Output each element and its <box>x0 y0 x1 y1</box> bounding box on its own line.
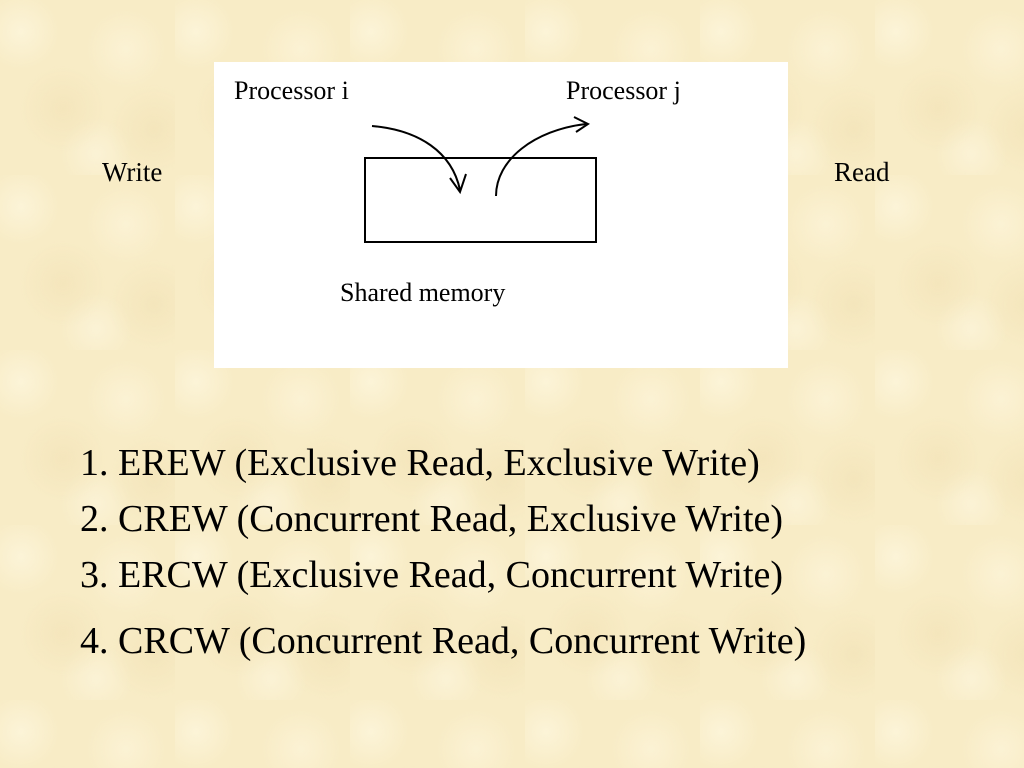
shared-memory-figure: Processor i Processor j Shared memory <box>214 62 788 368</box>
figure-drawing <box>364 116 597 243</box>
read-arrowhead <box>573 116 590 133</box>
mode-ercw: 3. ERCW (Exclusive Read, Concurrent Writ… <box>80 554 784 596</box>
processor-j-label: Processor j <box>566 76 681 105</box>
write-arrow <box>371 125 461 191</box>
mode-erew: 1. EREW (Exclusive Read, Exclusive Write… <box>80 442 760 484</box>
read-label: Read <box>834 157 890 187</box>
shared-memory-label: Shared memory <box>340 278 506 307</box>
mode-crew: 2. CREW (Concurrent Read, Exclusive Writ… <box>80 498 784 540</box>
write-label: Write <box>102 157 163 187</box>
write-arrowhead <box>449 173 467 195</box>
shared-memory-box <box>364 157 597 243</box>
mode-crcw: 4. CRCW (Concurrent Read, Concurrent Wri… <box>80 620 807 662</box>
read-arrow <box>495 123 587 197</box>
processor-i-label: Processor i <box>234 76 349 105</box>
